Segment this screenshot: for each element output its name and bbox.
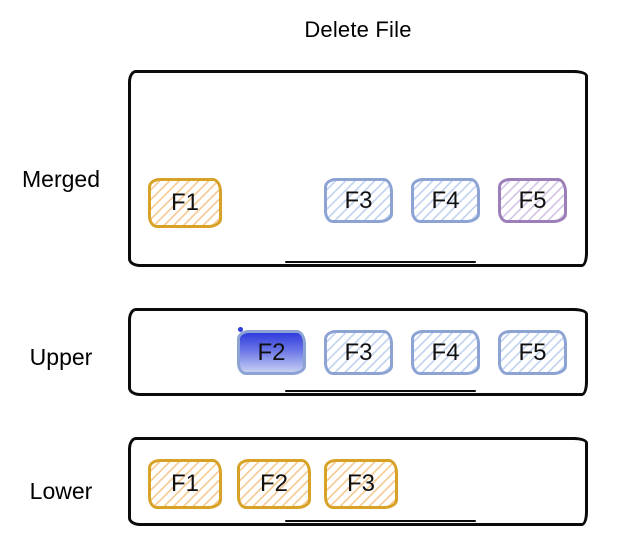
diagram-title: Delete File bbox=[304, 17, 412, 42]
row-label-lower: Lower bbox=[29, 478, 93, 504]
lower-file-f2: F2 bbox=[237, 459, 311, 509]
merged-file-f4: F4 bbox=[411, 178, 480, 223]
lower-file-f3: F3 bbox=[324, 459, 398, 509]
stray-ink-dot bbox=[238, 327, 243, 332]
merged-level-container bbox=[128, 70, 588, 267]
upper-file-f2-deleted: F2 bbox=[237, 330, 306, 375]
upper-file-f3: F3 bbox=[324, 330, 393, 375]
upper-file-f4: F4 bbox=[411, 330, 480, 375]
row-label-merged: Merged bbox=[22, 166, 100, 192]
merged-file-f1: F1 bbox=[148, 178, 222, 228]
lower-file-f1: F1 bbox=[148, 459, 222, 509]
row-label-upper: Upper bbox=[29, 344, 93, 370]
upper-file-f5: F5 bbox=[498, 330, 567, 375]
merged-file-f3: F3 bbox=[324, 178, 393, 223]
merged-file-f5: F5 bbox=[498, 178, 567, 223]
